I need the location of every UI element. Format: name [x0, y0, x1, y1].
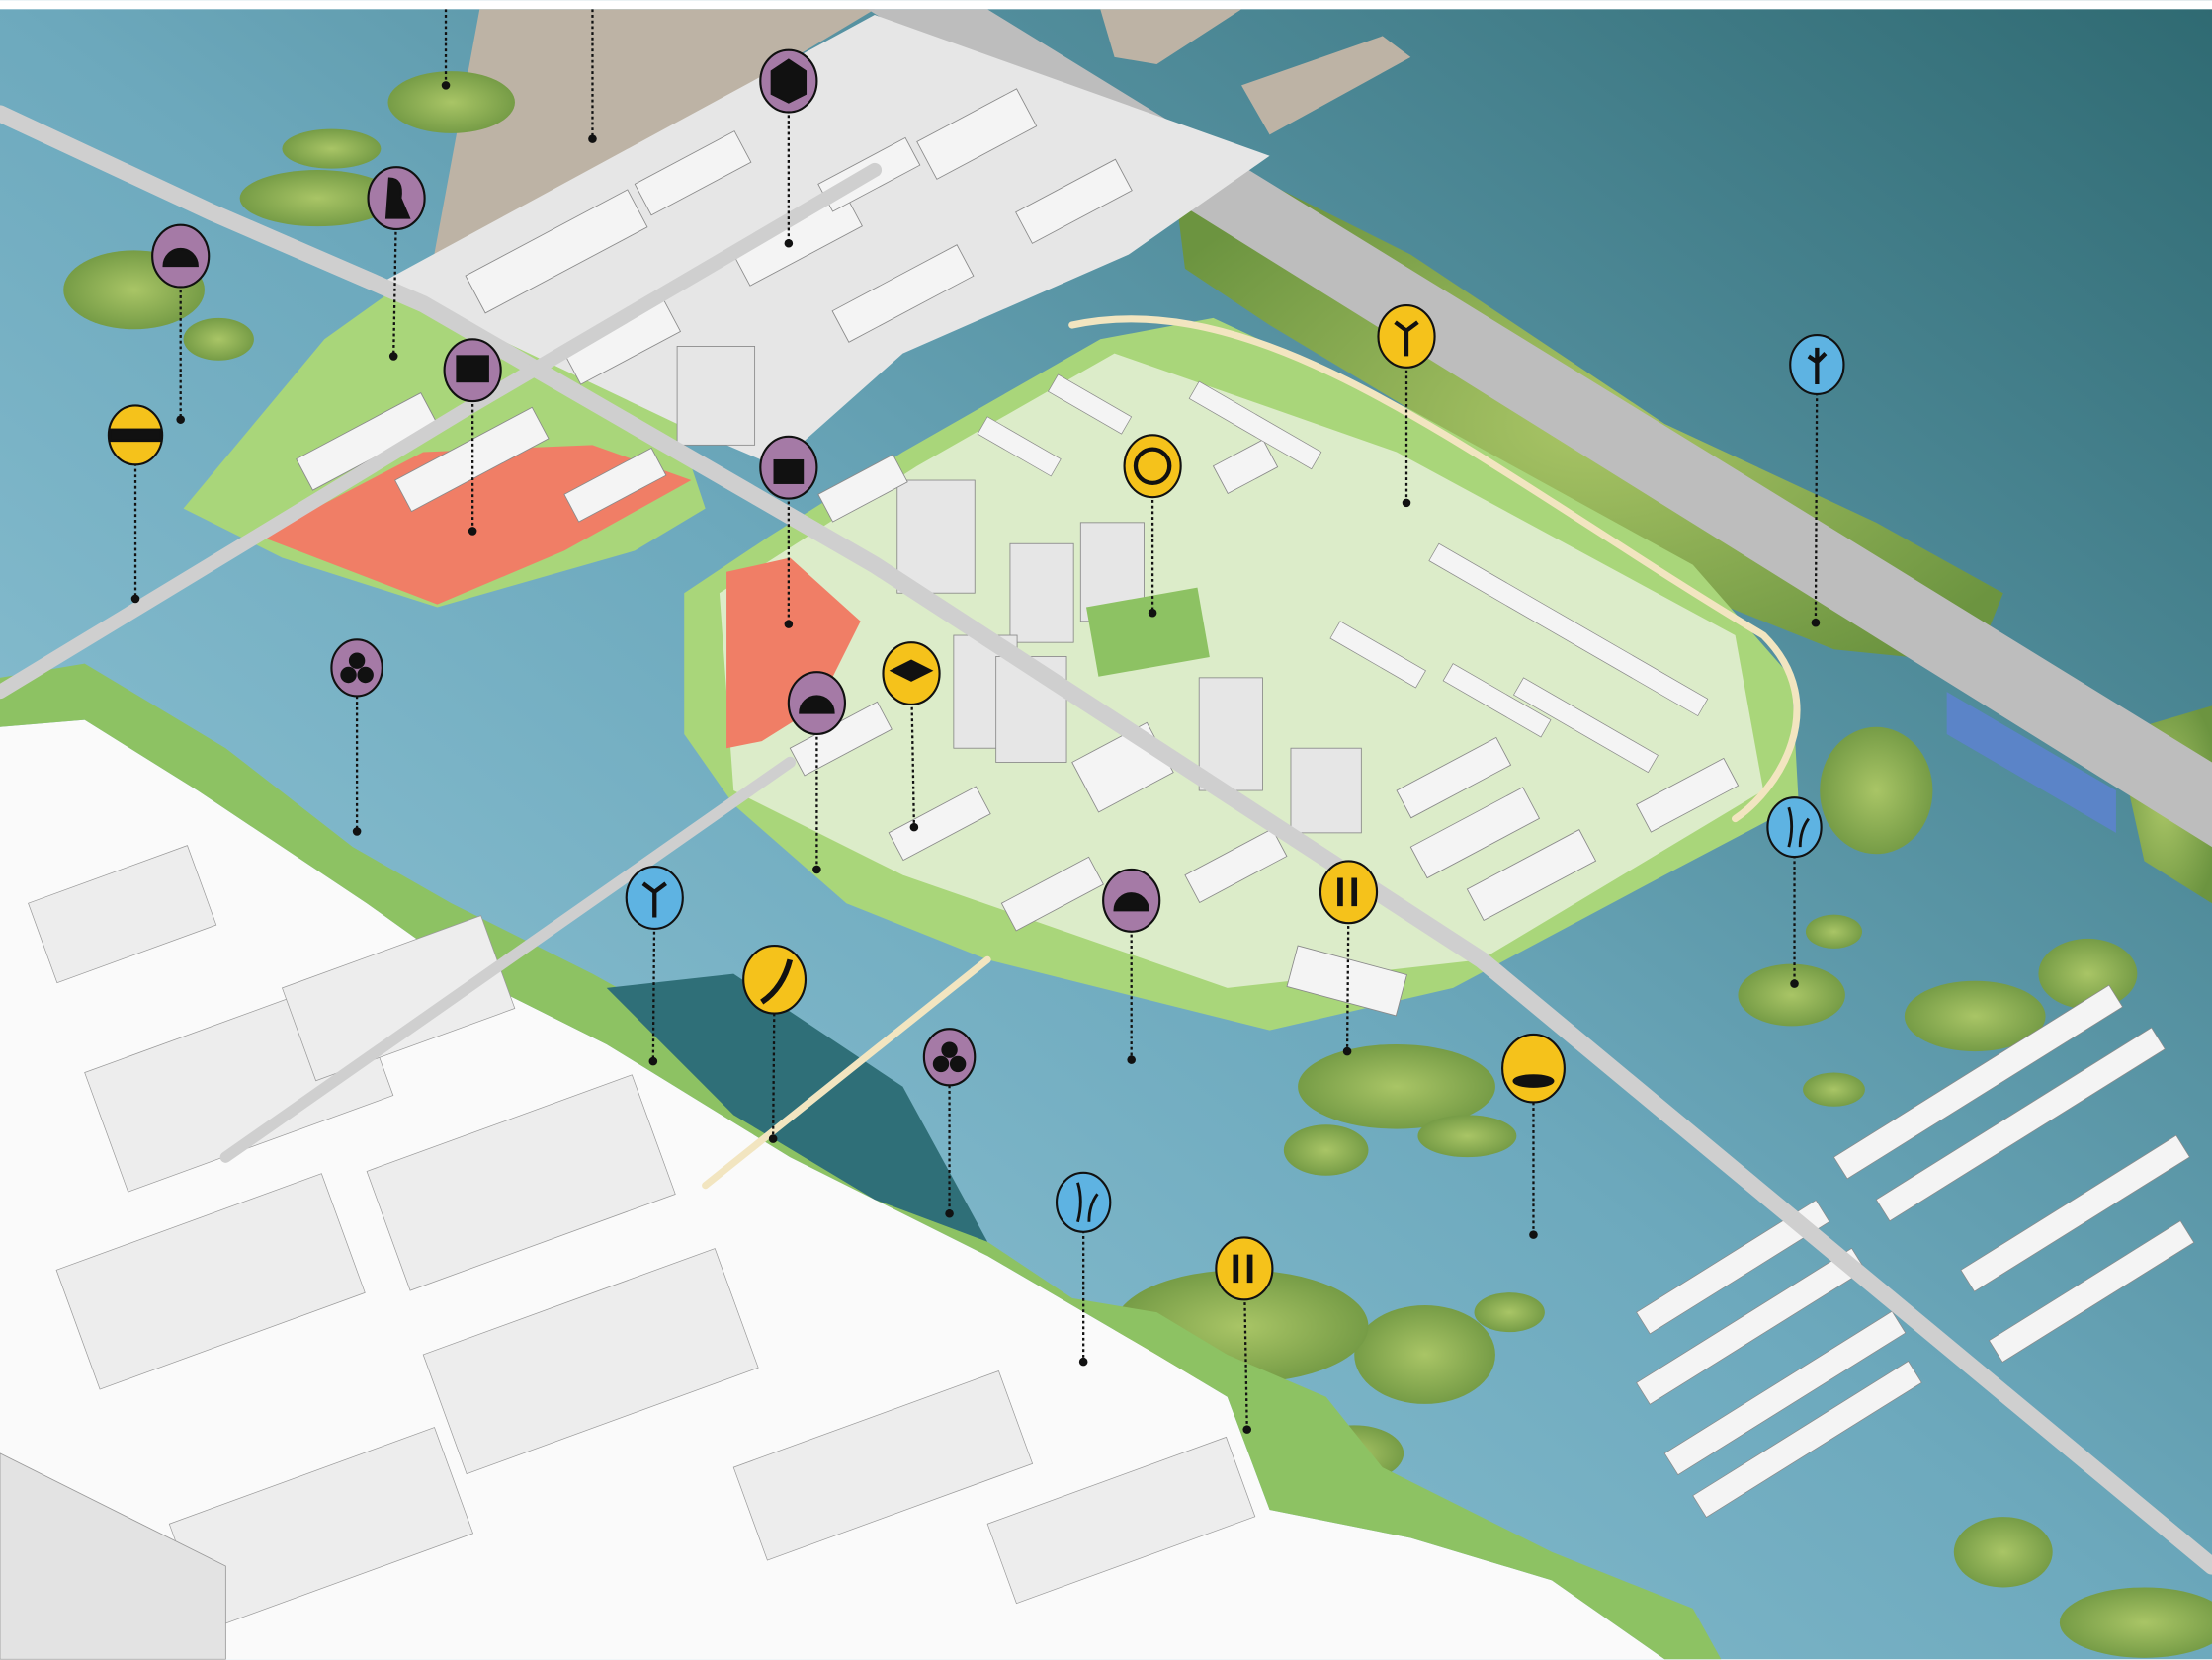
pier-top	[1100, 9, 1242, 64]
large-warehouse	[0, 1452, 226, 1660]
top-border	[0, 0, 2212, 10]
roads	[0, 105, 2212, 1575]
leader-dots	[130, 81, 1821, 1434]
reed-icon[interactable]	[1055, 1171, 1112, 1233]
soccer-field	[1086, 587, 1210, 677]
shell-icon[interactable]	[151, 223, 211, 289]
reed-icon[interactable]	[1766, 796, 1823, 859]
tree-icon[interactable]	[1377, 303, 1436, 369]
yellow-markers	[107, 303, 1566, 1301]
railway-bridge-piers	[1946, 692, 2116, 833]
fish-farming-icon[interactable]	[922, 1028, 977, 1087]
market-stall-icon[interactable]	[443, 338, 502, 403]
seaweed-icon[interactable]	[1789, 333, 1845, 396]
pier-right	[1241, 36, 1411, 135]
bridge-icon[interactable]	[107, 404, 164, 466]
blue-markers	[625, 333, 1845, 1233]
pedestrians-icon[interactable]	[1215, 1236, 1274, 1301]
pedestrians-icon[interactable]	[1319, 860, 1379, 925]
city-blocks	[28, 845, 1256, 1630]
kayak-icon[interactable]	[1500, 1033, 1566, 1104]
graduation-cap-icon[interactable]	[882, 641, 941, 706]
road-worker-icon[interactable]	[742, 944, 808, 1015]
shopping-bag-icon[interactable]	[759, 435, 818, 500]
tree-icon[interactable]	[625, 866, 684, 930]
shield-house-icon[interactable]	[759, 48, 818, 114]
woman-profile-icon[interactable]	[367, 166, 426, 231]
buildings	[296, 88, 1740, 1017]
housing-rows	[977, 374, 2195, 1518]
fish-farming-icon[interactable]	[330, 638, 383, 698]
leader-lines	[133, 9, 1819, 1430]
shell-icon[interactable]	[787, 671, 847, 736]
commercial-zone-south	[726, 557, 861, 749]
soccer-ball-icon[interactable]	[1123, 434, 1182, 499]
shell-icon[interactable]	[1102, 868, 1161, 933]
purple-markers	[151, 48, 1161, 1087]
